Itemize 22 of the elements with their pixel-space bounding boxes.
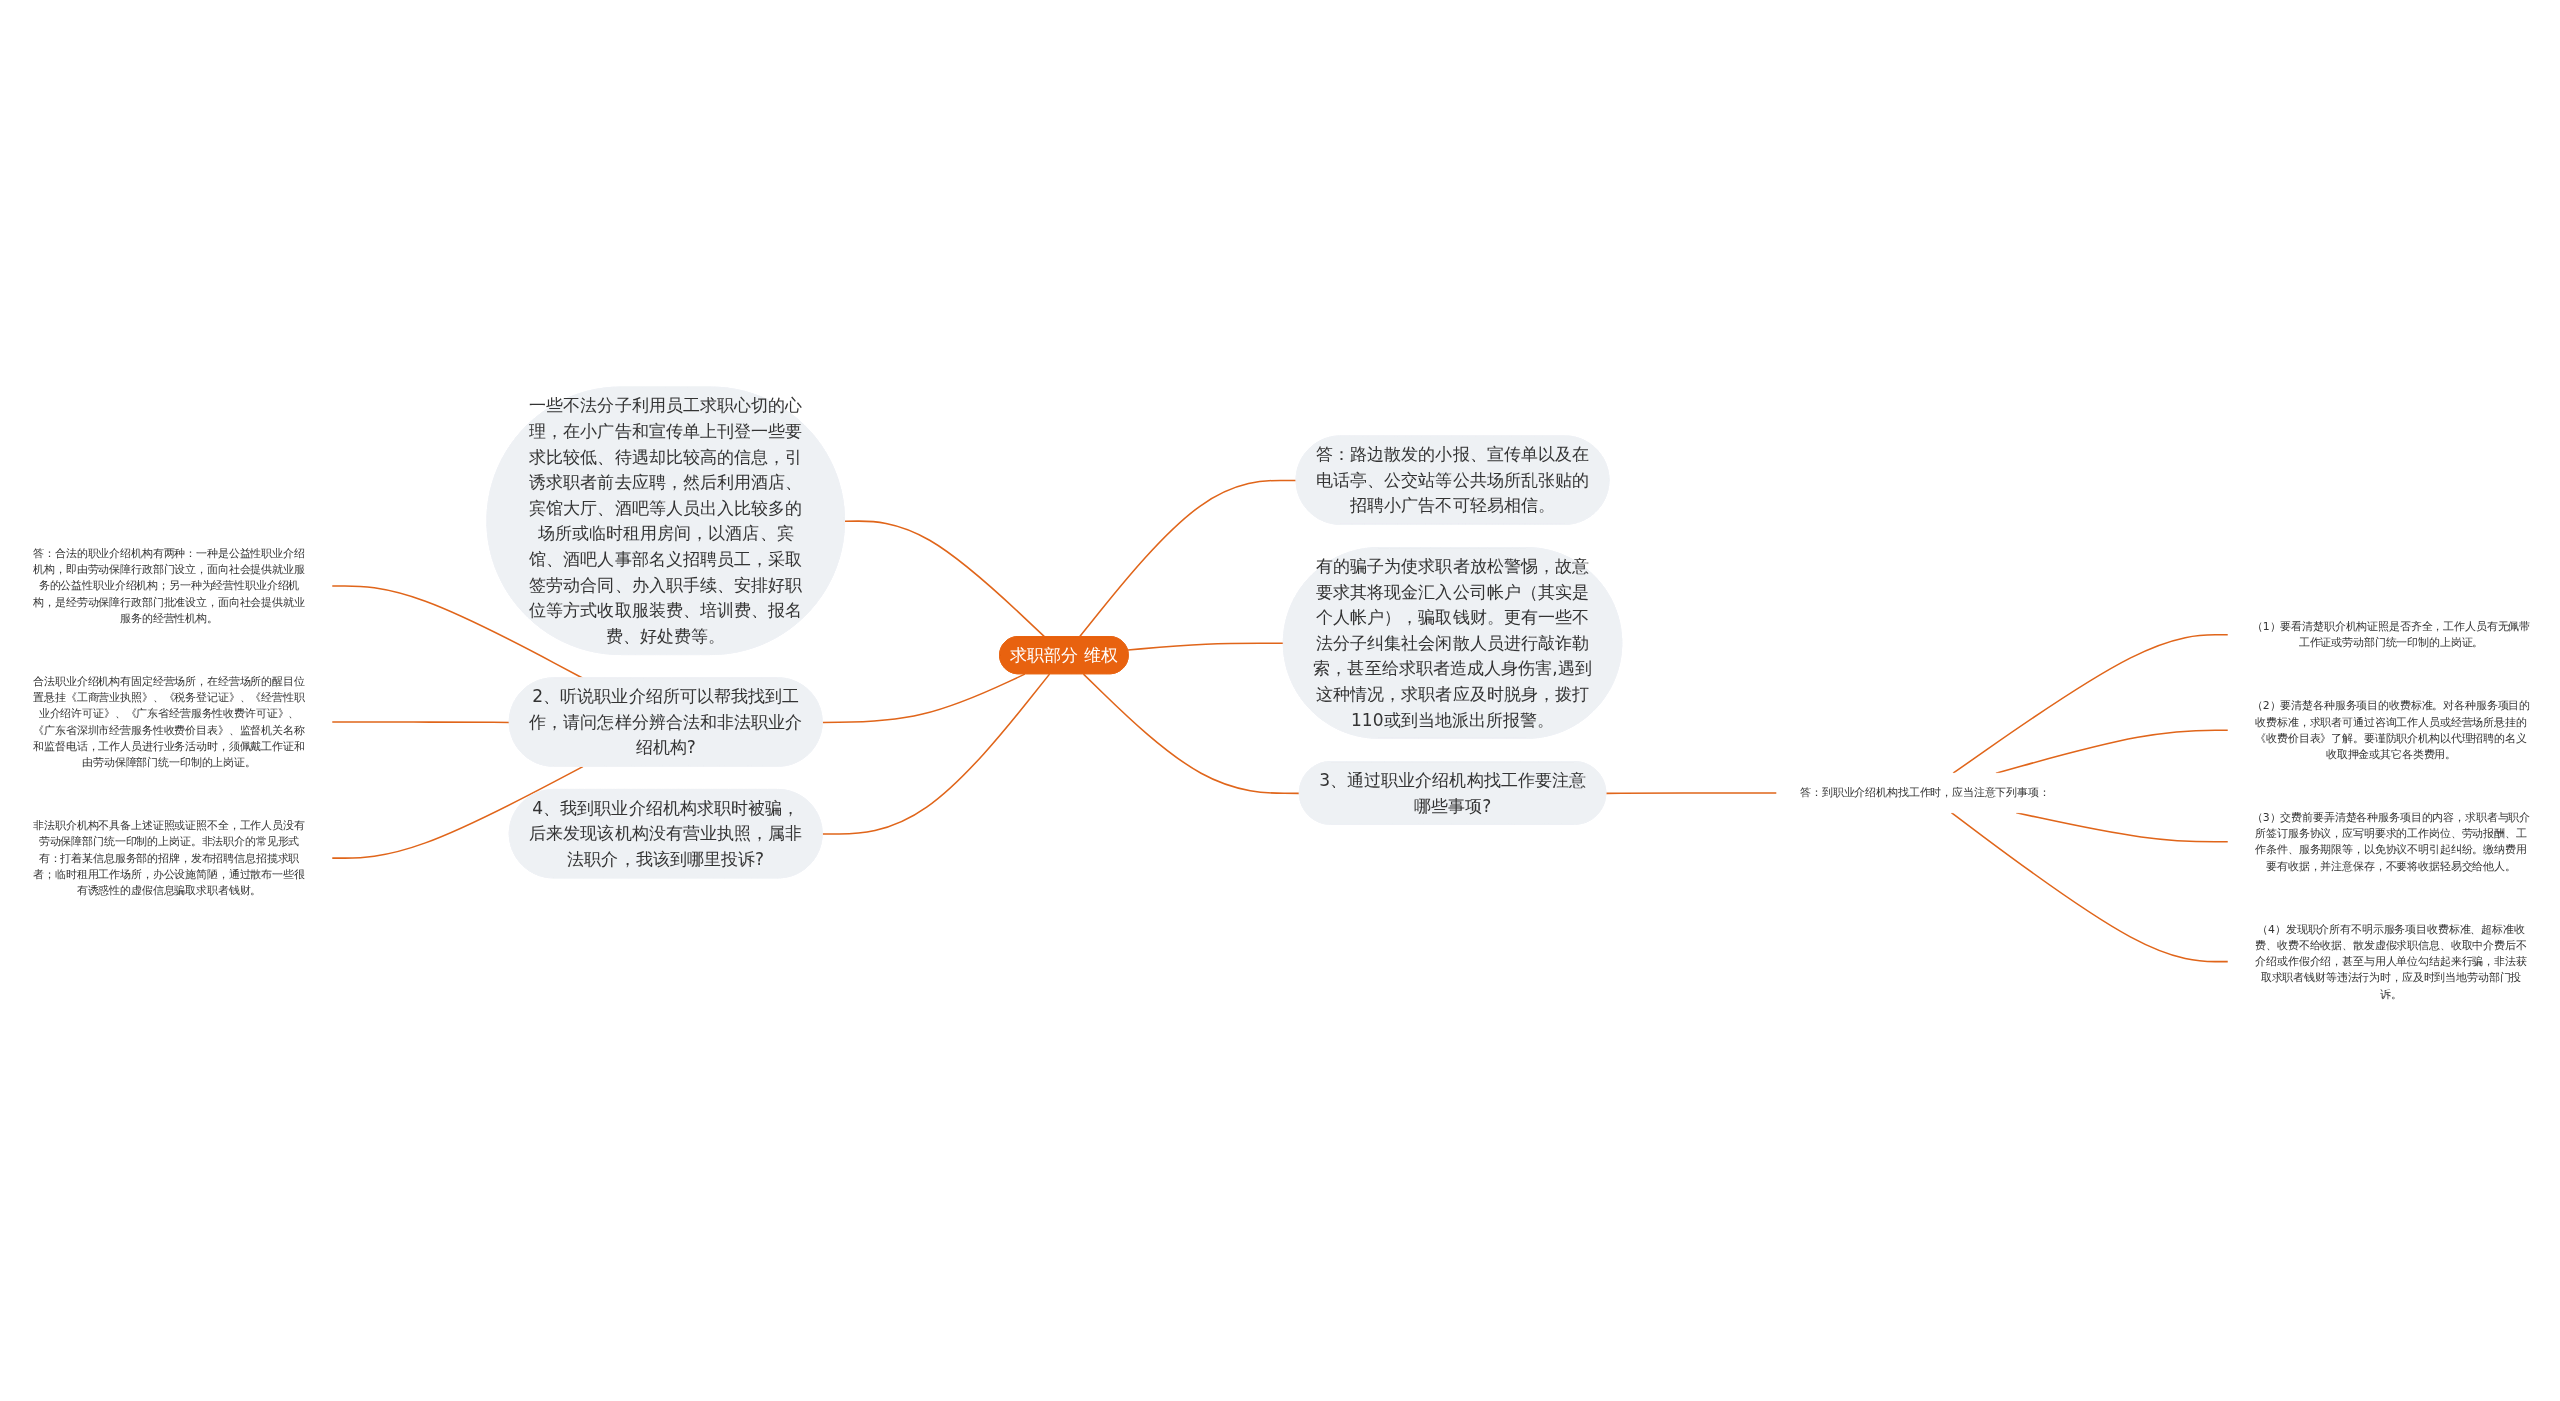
connector [331, 585, 584, 679]
connector [821, 673, 1051, 835]
node-text: 合法职业介绍机构有固定经营场所，在经营场所的醒目位置悬挂《工商营业执照》、《税务登记证》、《经营性职业介绍许可证》、《广东省经营服务性收费许可证》、《广东省深圳市经营服务性收费价目表》、监督机关名称和监督电话，工作人员进行业务活动时，须佩戴工作证和由劳动保障部门统一印制的上岗证。 [33, 674, 305, 769]
connector [1127, 642, 1285, 651]
connector [1078, 479, 1298, 638]
connector [331, 721, 511, 724]
node-text: （2）要清楚各种服务项目的收费标准。对各种服务项目的收费标准，求职者可通过咨询工作人员或经营场所悬挂的《收费价目表》了解。要谨防职介机构以代理招聘的名义收取押金或其它各类费用。 [2251, 699, 2531, 761]
connector [821, 673, 1026, 724]
node-text: （4）发现职介所有不明示服务项目收费标准、超标准收费、收费不给收据、散发虚假求职信息、收取中介费后不介绍或作假介绍，甚至与用人单位勾结起来行骗，非法获取求职者钱财等违法行为时，应及时到当地劳动部门投诉。 [2255, 922, 2527, 1001]
connector [1950, 811, 2229, 963]
connector [1605, 792, 1778, 795]
node-text: 答：合法的职业介绍机构有两种：一种是公益性职业介绍机构，即由劳动保障行政部门设立，面向社会提供就业服务的公益性职业介绍机构；另一种为经营性职业介绍机构，是经劳动保障行政部门批准设立，面向社会提供就业服务的经营性机构。 [33, 546, 305, 625]
node-text: （1）要看清楚职介机构证照是否齐全，工作人员有无佩带工作证或劳动部门统一印制的上岗证。 [2251, 620, 2531, 649]
connector [1952, 634, 2229, 774]
node-text: 答：到职业介绍机构找工作时，应当注意下列事项： [1800, 786, 2050, 799]
node-text: 非法职介机构不具备上述证照或证照不全，工作人员没有劳动保障部门统一印制的上岗证。非法职介的常见形式有：打着某信息服务部的招牌，发布招聘信息招揽求职者；临时租用工作场所，办公设施简陋，通过散布一些很有诱惑性的虚假信息骗取求职者钱财。 [33, 818, 305, 897]
connector [2015, 811, 2229, 843]
connector [331, 765, 584, 859]
connector [1082, 673, 1301, 795]
connector [844, 520, 1046, 638]
node-text: （3）交费前要弄清楚各种服务项目的内容，求职者与职介所签订服务协议，应写明要求的工作岗位、劳动报酬、工作条件、服务期限等，以免协议不明引起纠纷。缴纳费用要有收据，并注意保存，不要将收据轻易交给他人。 [2251, 810, 2531, 873]
connector [1995, 729, 2229, 774]
